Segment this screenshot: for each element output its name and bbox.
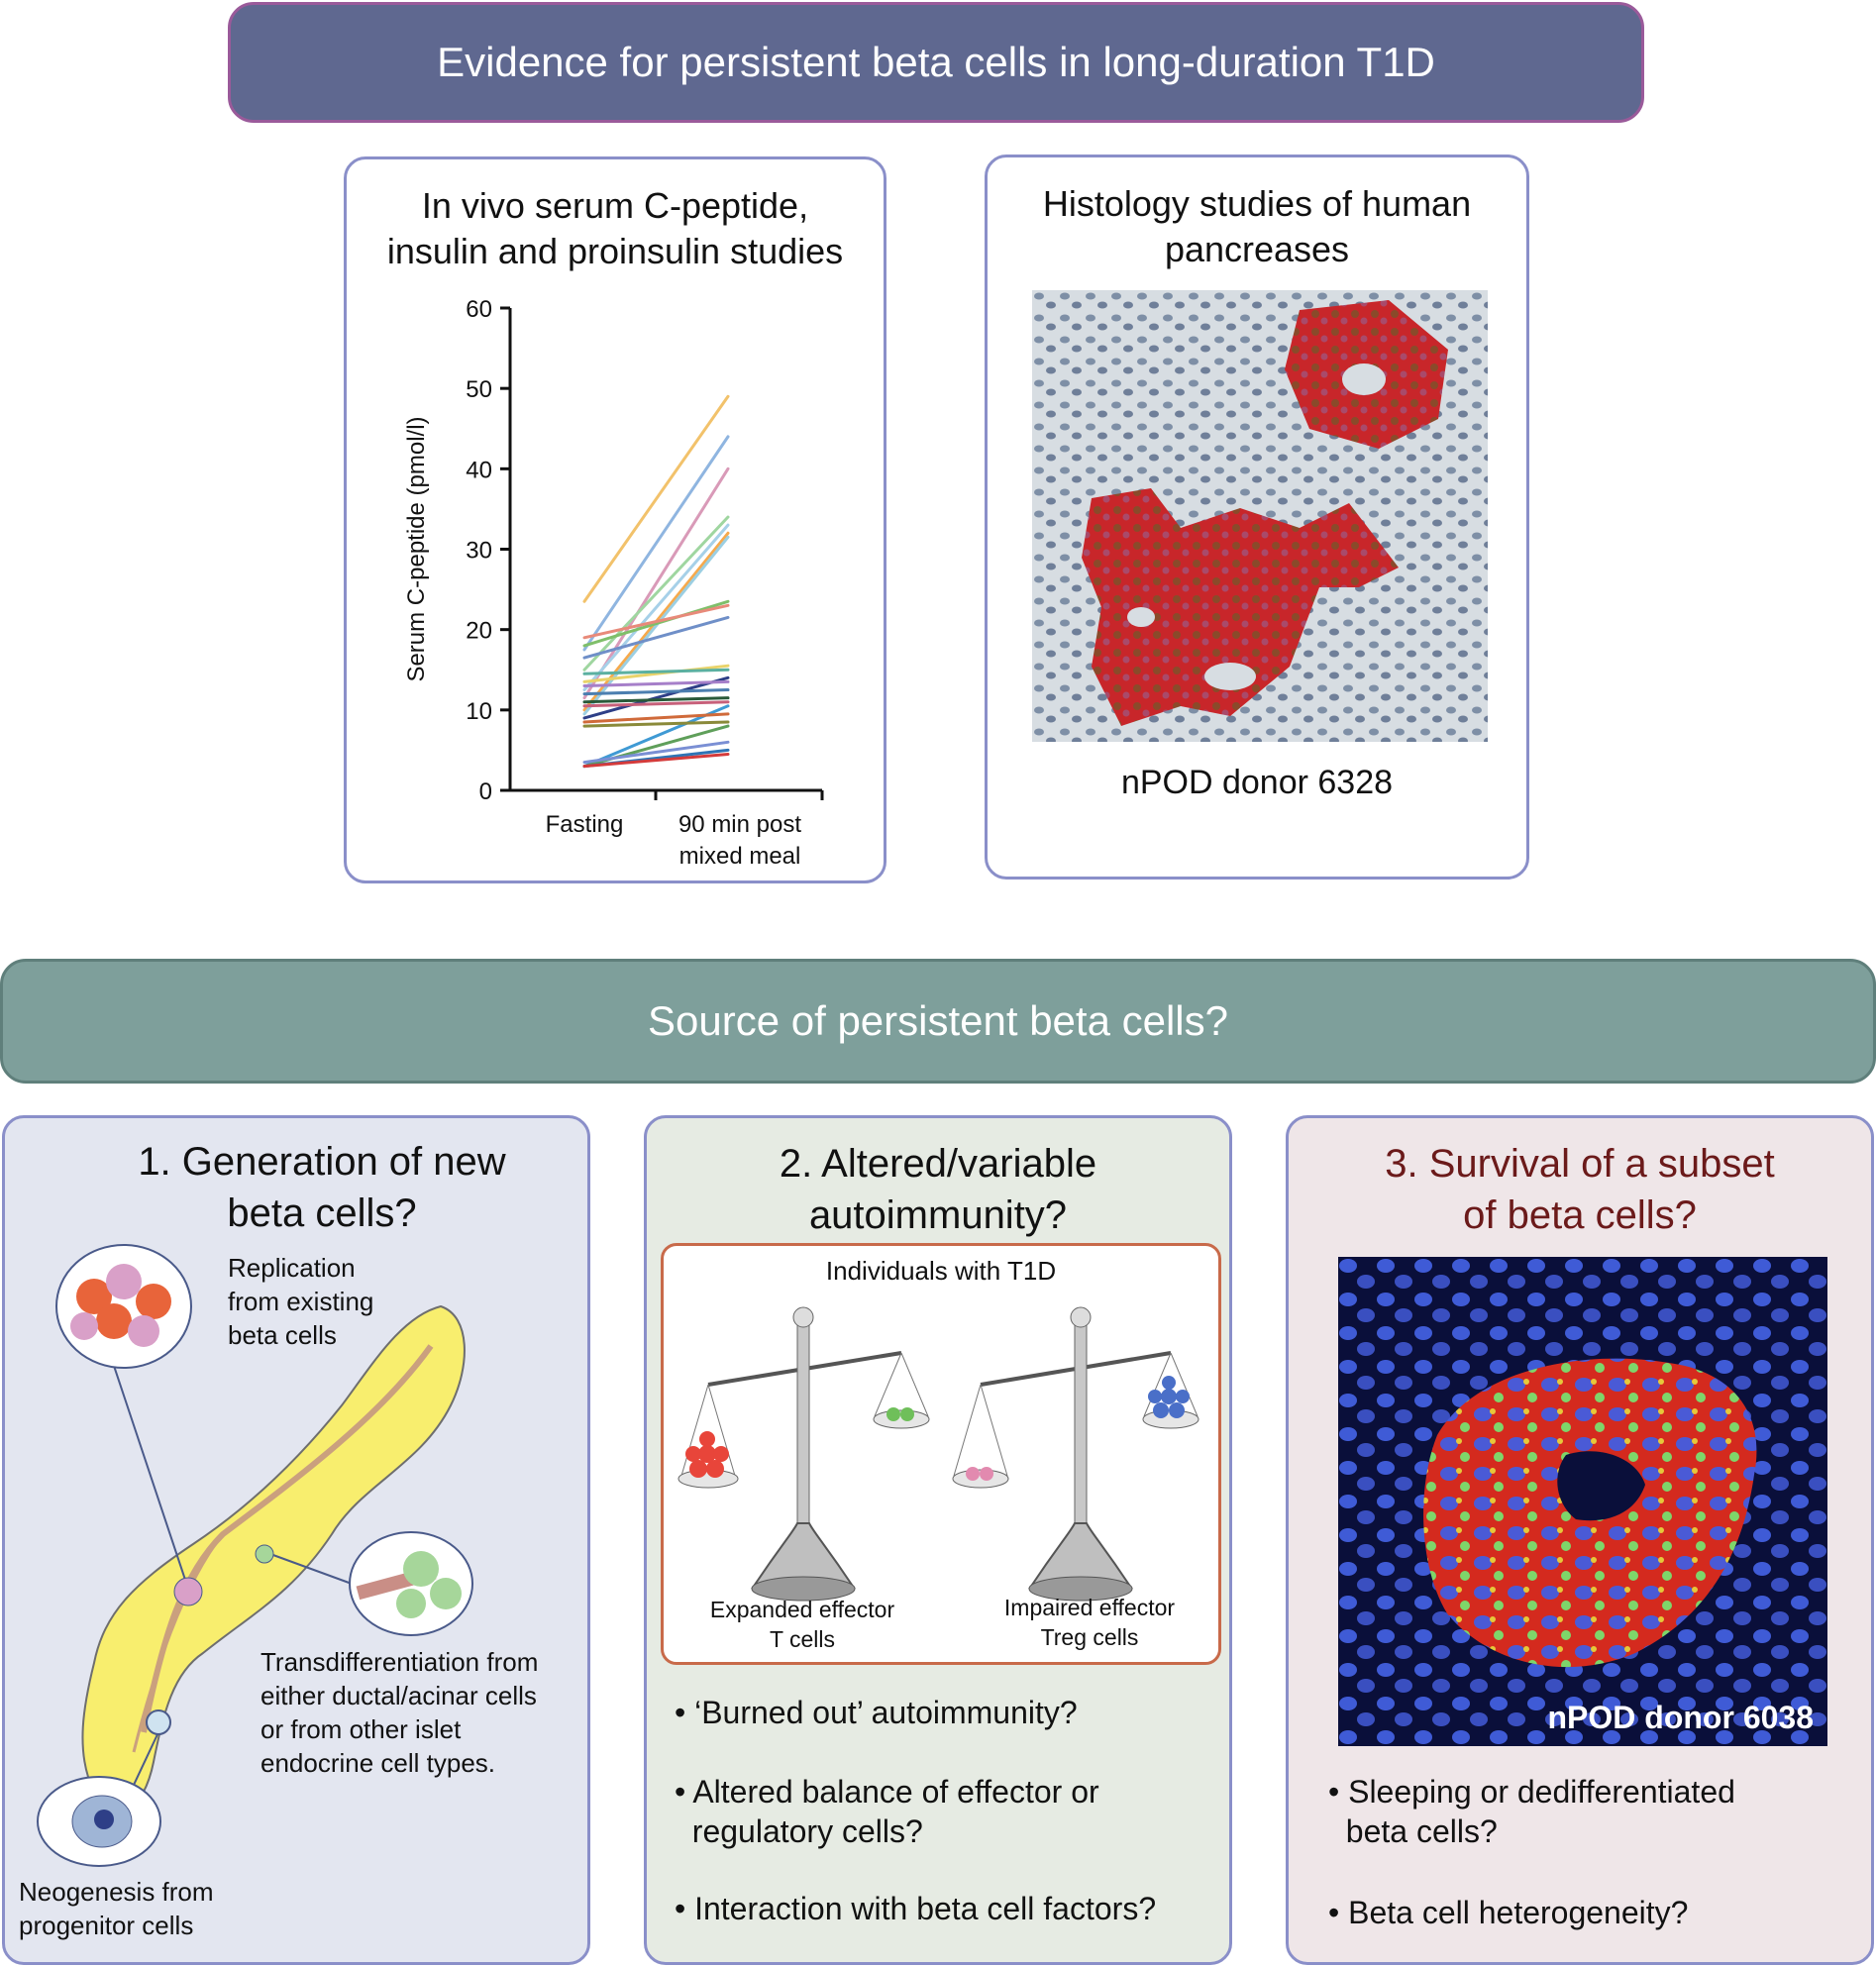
y-tick-label: 40 bbox=[466, 457, 492, 483]
panel-autoimmunity: 2. Altered/variable autoimmunity? Indivi… bbox=[644, 1115, 1232, 1965]
series-line bbox=[582, 688, 730, 696]
panel2-bullet-2: • Altered balance of effector or regulat… bbox=[675, 1774, 1099, 1849]
scale-left-label: Expanded effector T cells bbox=[709, 1597, 895, 1652]
series-line bbox=[582, 675, 730, 720]
chart-panel-title: In vivo serum C-peptide, insulin and pro… bbox=[347, 183, 884, 274]
header-banner: Evidence for persistent beta cells in lo… bbox=[228, 2, 1644, 123]
replication-label: Replication from existing beta cells bbox=[228, 1253, 374, 1350]
y-axis-label: Serum C-peptide (pmol/l) bbox=[403, 416, 430, 681]
panel3-title: 3. Survival of a subset of beta cells? bbox=[1289, 1138, 1871, 1241]
x-category-label: Fasting bbox=[546, 811, 624, 838]
source-title: Source of persistent beta cells? bbox=[648, 997, 1228, 1044]
y-tick-label: 30 bbox=[466, 538, 492, 565]
histology-panel-title: Histology studies of human pancreases bbox=[988, 181, 1526, 272]
panel2-title: 2. Altered/variable autoimmunity? bbox=[647, 1138, 1229, 1241]
series-line bbox=[582, 603, 730, 640]
panel-survival: 3. Survival of a subset of beta cells? bbox=[1286, 1115, 1874, 1965]
right-scale-icon bbox=[952, 1306, 1199, 1602]
chart-panel: In vivo serum C-peptide, insulin and pro… bbox=[344, 156, 886, 883]
series-line bbox=[582, 615, 730, 660]
fluorescence-image: nPOD donor 6038 bbox=[1338, 1257, 1827, 1746]
y-tick-label: 0 bbox=[479, 778, 492, 805]
histology-title-line1: Histology studies of human bbox=[1042, 183, 1472, 224]
series-line bbox=[582, 668, 730, 675]
replication-cells-icon bbox=[70, 1264, 171, 1347]
panel1-title-line2: beta cells? bbox=[227, 1191, 417, 1235]
scale-right-label: Impaired effector Treg cells bbox=[1003, 1595, 1176, 1650]
series-line bbox=[582, 696, 730, 704]
panel1-title-line1: 1. Generation of new bbox=[138, 1140, 506, 1184]
series-line bbox=[582, 664, 730, 683]
balance-scales bbox=[677, 1306, 1199, 1602]
panel2-bullet-3: • Interaction with beta cell factors? bbox=[675, 1891, 1157, 1926]
panel3-bullet-1: • Sleeping or dedifferentiated beta cell… bbox=[1328, 1774, 1735, 1849]
series-line bbox=[582, 394, 730, 603]
panel-generation: 1. Generation of new beta cells? bbox=[2, 1115, 590, 1965]
x-category-label: 90 min post bbox=[678, 811, 801, 838]
t1d-box: Individuals with T1D bbox=[661, 1243, 1221, 1665]
x-category-label: mixed meal bbox=[679, 843, 801, 870]
fluorescence-islet bbox=[1338, 1257, 1827, 1746]
histology-title-line2: pancreases bbox=[1164, 229, 1350, 269]
panel2-title-line1: 2. Altered/variable bbox=[779, 1142, 1097, 1186]
series-line bbox=[582, 435, 730, 652]
panel3-bullet-2: • Beta cell heterogeneity? bbox=[1328, 1895, 1689, 1930]
source-banner: Source of persistent beta cells? bbox=[0, 959, 1876, 1084]
series-line bbox=[582, 712, 730, 724]
left-scale-icon bbox=[677, 1306, 930, 1602]
panel2-title-line2: autoimmunity? bbox=[808, 1193, 1068, 1237]
pancreas-illustration bbox=[37, 1244, 473, 1867]
chart-panel-title-line2: insulin and proinsulin studies bbox=[386, 231, 844, 271]
histology-panel: Histology studies of human pancreases nP… bbox=[985, 155, 1529, 880]
series-line bbox=[582, 466, 730, 700]
y-tick-label: 60 bbox=[466, 296, 492, 323]
transdiff-label: Transdifferentiation from either ductal/… bbox=[261, 1647, 539, 1778]
series-line bbox=[582, 679, 730, 687]
series-line bbox=[582, 740, 730, 765]
y-tick-label: 10 bbox=[466, 698, 492, 725]
transdiff-cells-icon bbox=[356, 1551, 462, 1618]
series-line bbox=[582, 599, 730, 648]
series-line bbox=[582, 535, 730, 716]
t1d-box-title: Individuals with T1D bbox=[825, 1256, 1057, 1286]
series-line bbox=[582, 523, 730, 692]
fluorescence-caption: nPOD donor 6038 bbox=[1547, 1700, 1815, 1735]
histology-caption: nPOD donor 6328 bbox=[1120, 764, 1394, 801]
y-tick-label: 20 bbox=[466, 618, 492, 645]
series-line bbox=[582, 720, 730, 728]
series-line bbox=[582, 752, 730, 769]
panel3-title-line1: 3. Survival of a subset bbox=[1385, 1142, 1775, 1186]
panel1-title: 1. Generation of new beta cells? bbox=[5, 1136, 639, 1239]
histology-image bbox=[1032, 290, 1488, 742]
series-line bbox=[582, 700, 730, 708]
panel3-title-line2: of beta cells? bbox=[1463, 1193, 1697, 1237]
panel2-bullet-1: • ‘Burned out’ autoimmunity? bbox=[675, 1695, 1078, 1730]
header-title: Evidence for persistent beta cells in lo… bbox=[437, 39, 1435, 85]
y-tick-label: 50 bbox=[466, 376, 492, 403]
series-line bbox=[582, 515, 730, 672]
replication-bubble bbox=[55, 1244, 192, 1369]
chart-panel-title-line1: In vivo serum C-peptide, bbox=[421, 185, 809, 226]
neogenesis-label: Neogenesis from progenitor cells bbox=[19, 1877, 214, 1940]
